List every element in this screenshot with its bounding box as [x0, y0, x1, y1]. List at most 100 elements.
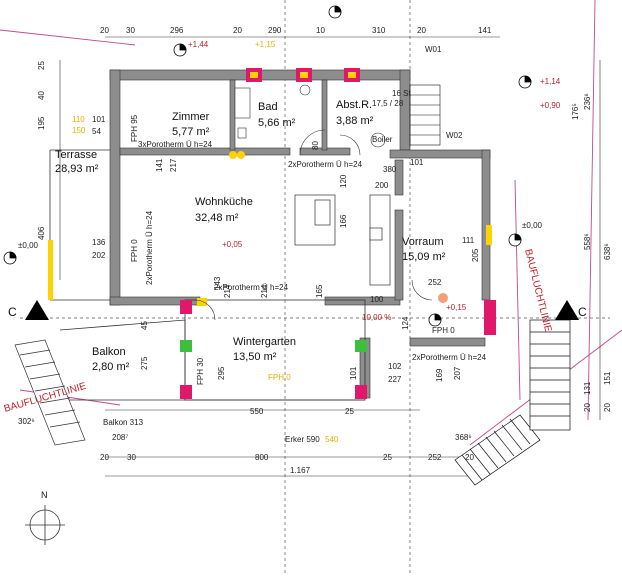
room-vorraum-area: 15,09 m²: [402, 251, 446, 263]
dim-inner: 202: [92, 251, 106, 260]
door-swings: [194, 129, 433, 321]
dim-bottom: 20: [465, 453, 474, 462]
level-6: +0,05: [222, 240, 243, 249]
label-w01: W01: [425, 45, 442, 54]
dim-bottom: 25: [383, 453, 392, 462]
dim-inner: 110: [72, 115, 85, 124]
north-label: N: [41, 490, 48, 500]
stairs-top: [409, 84, 441, 146]
bathroom-fixtures: [234, 84, 386, 148]
dim-right: 236⁶: [583, 93, 592, 110]
note-porotherm-2: 2xPorotherm Ü h=24: [288, 160, 363, 169]
label-pct: 10,00 %: [362, 313, 391, 322]
dim-bottom: 252: [428, 453, 442, 462]
room-wintergarten-area: 13,50 m²: [233, 351, 277, 363]
note-porotherm-1: 3xPorotherm Ü h=24: [138, 140, 213, 149]
dim-inner: 295: [217, 366, 226, 380]
label-erker-yellow: 540: [325, 435, 339, 444]
note-porotherm-3: 2xPorotherm Ü h=24: [214, 283, 289, 292]
dim-inner: 143: [213, 276, 222, 290]
section-label-left: C: [8, 305, 17, 319]
room-wohnkueche-area: 32,48 m²: [195, 212, 239, 224]
dim-inner: 150: [72, 126, 86, 135]
label-stairs-top: 16 St: [392, 89, 411, 98]
note-fph0-wg: FPH 0: [268, 373, 291, 382]
dim-inner: 136: [92, 238, 106, 247]
dim-inner: 102: [388, 362, 402, 371]
window-markers: [48, 68, 496, 399]
level-values: +1,44 +1,15 +1,14 +0,90 ±0,00 +0,05 ±0,0…: [18, 40, 561, 312]
note-porotherm-5: 2xPorotherm Ü h=24: [145, 210, 154, 285]
dim-inner: 166: [339, 214, 348, 228]
dim-bottom: 800: [255, 453, 269, 462]
dim-right: 151: [603, 371, 612, 385]
label-balkon-dim: Balkon 313: [103, 418, 144, 427]
dim-inner: 124: [401, 316, 410, 330]
room-zimmer-name: Zimmer: [172, 111, 210, 123]
dim-right: 638⁶: [603, 243, 612, 260]
room-balkon-name: Balkon: [92, 346, 126, 358]
level-7: ±0,00: [522, 221, 543, 230]
dim-top: 20: [417, 26, 426, 35]
dim-right: 558⁶: [583, 233, 592, 250]
dim-bottom-368: 368⁶: [455, 433, 472, 442]
dim-inner: 380: [383, 165, 397, 174]
dim-right: 20: [583, 403, 592, 412]
dim-inner: 101: [92, 115, 106, 124]
dim-bottom: 30: [127, 453, 136, 462]
label-erker: Erker 590: [285, 435, 320, 444]
section-markers: [25, 300, 579, 320]
dim-right: 20: [603, 403, 612, 412]
dim-inner: 214: [260, 284, 269, 298]
room-terrasse-area: 28,93 m²: [55, 163, 99, 175]
dims-top: 20 30 296 20 290 10 310 20 141: [100, 26, 492, 35]
dim-top: 30: [126, 26, 135, 35]
kitchen-furniture: [294, 194, 391, 286]
dim-left: 40: [37, 91, 46, 100]
dim-bottom-2087: 208⁷: [112, 433, 128, 442]
room-wohnkueche-name: Wohnküche: [195, 196, 253, 208]
dim-inner: 406: [37, 226, 46, 240]
dim-inner: 169: [435, 368, 444, 382]
room-labels: Zimmer 5,77 m² Bad 5,66 m² Abst.R. 3,88 …: [55, 99, 446, 373]
dim-right: 176⁵: [571, 103, 580, 120]
property-lines: [0, 0, 622, 446]
note-porotherm-4: 2xPorotherm Ü h=24: [412, 353, 487, 362]
dim-left: 25: [37, 61, 46, 70]
dim-inner: 205: [471, 248, 480, 262]
room-wintergarten-name: Wintergarten: [233, 336, 296, 348]
dim-inner: 207: [453, 366, 462, 380]
note-fph0-left: FPH 0: [130, 239, 139, 262]
dim-inner: 200: [375, 181, 389, 190]
wall-notes: 3xPorotherm Ü h=24 2xPorotherm Ü h=24 2x…: [130, 114, 487, 385]
level-4: +0,90: [540, 101, 561, 110]
room-balkon-area: 2,80 m²: [92, 361, 130, 373]
dim-left: 195: [37, 116, 46, 130]
dim-top: 310: [372, 26, 386, 35]
dim-inner: 100: [370, 295, 384, 304]
note-fph30: FPH 30: [196, 357, 205, 385]
dim-inner: 45: [140, 321, 149, 330]
dim-inner: 217: [169, 158, 178, 172]
dims-inner: 141 217 120 166 214 214 143 165 100 380 …: [37, 115, 480, 384]
level-5: ±0,00: [18, 241, 39, 250]
dim-right: 131: [583, 381, 592, 395]
dim-top: 20: [233, 26, 242, 35]
room-terrasse-name: Terrasse: [55, 149, 97, 161]
room-bad-area: 5,66 m²: [258, 117, 296, 129]
dim-inner: 275: [140, 356, 149, 370]
room-abstr-area: 3,88 m²: [336, 115, 374, 127]
dimension-lines: [59, 36, 601, 477]
dims-left: 195 40 25: [37, 61, 46, 130]
dim-inner: 54: [92, 127, 101, 136]
dim-bottom: 25: [345, 407, 354, 416]
dim-bottom: 550: [250, 407, 264, 416]
level-8: +0,15: [446, 303, 467, 312]
note-fph95: FPH 95: [130, 114, 139, 142]
dim-inner: 141: [155, 158, 164, 172]
label-stairs-top-dims: 17,5 / 28: [372, 99, 404, 108]
level-3: +1,14: [540, 77, 561, 86]
dim-bottom-302: 302⁶: [18, 417, 35, 426]
dim-inner: 101: [410, 158, 424, 167]
